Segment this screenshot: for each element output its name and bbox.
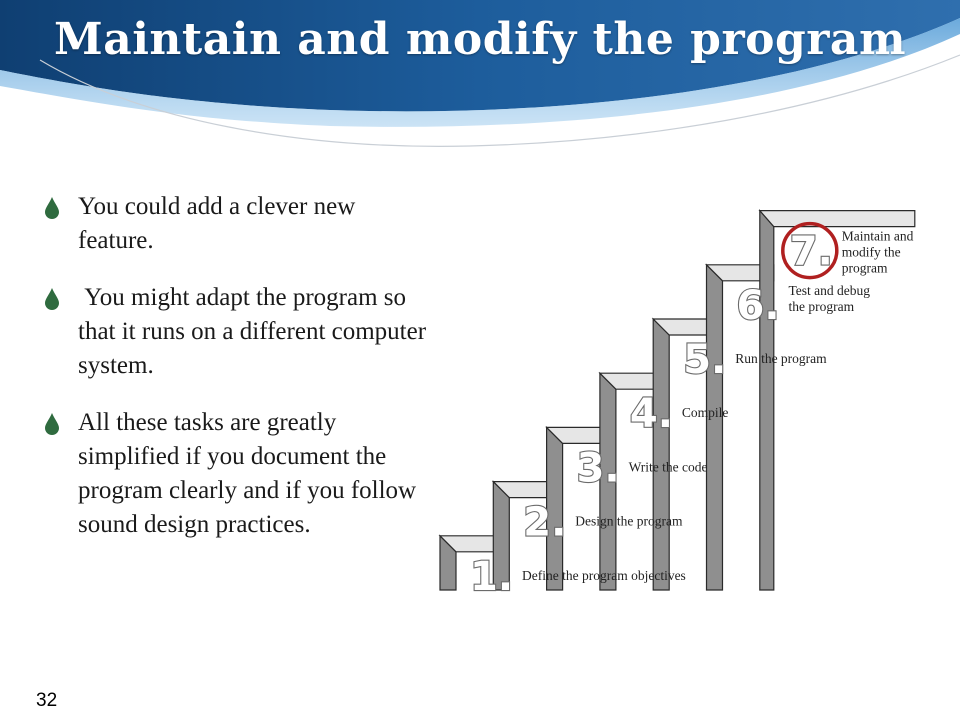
step-number: 3. <box>577 445 620 491</box>
bullet-item: All these tasks are greatly simplified i… <box>45 406 435 542</box>
bullet-item: You might adapt the program so that it r… <box>45 281 435 383</box>
step-label: Write the code <box>629 459 708 474</box>
step-label: Design the program <box>575 514 683 529</box>
highlight-ring <box>781 221 839 280</box>
bullet-item: You could add a clever new feature. <box>45 190 435 258</box>
step-label: Compile <box>682 405 729 420</box>
stair-tread <box>758 210 916 228</box>
step-number: 1. <box>470 554 513 596</box>
teardrop-bullet-icon <box>45 288 59 310</box>
teardrop-bullet-icon <box>45 413 59 435</box>
step-number: 6. <box>737 283 780 329</box>
step-number: 4. <box>630 391 673 437</box>
teardrop-bullet-icon <box>45 197 59 219</box>
header-banner <box>0 0 960 147</box>
stair-riser <box>759 209 775 591</box>
bullet-text: You could add a clever new feature. <box>78 193 356 254</box>
stair-riser <box>705 263 724 591</box>
staircase-diagram: 1. Define the program objectives 2. Design … <box>438 209 916 596</box>
stair-riser <box>652 317 670 591</box>
bullet-text: You might adapt the program so that it r… <box>78 284 433 379</box>
step-label: Run the program <box>735 351 827 366</box>
step-label: Define the program objectives <box>522 568 686 583</box>
bullet-list: You could add a clever new feature. You … <box>45 190 435 565</box>
slide-number: 32 <box>36 690 58 711</box>
step-number: 5. <box>683 337 726 383</box>
step-number: 2. <box>523 500 566 546</box>
step-number: 7. <box>790 229 833 275</box>
bullet-text: All these tasks are greatly simplified i… <box>78 409 417 538</box>
slide-title: Maintain and modify the program <box>54 14 906 65</box>
